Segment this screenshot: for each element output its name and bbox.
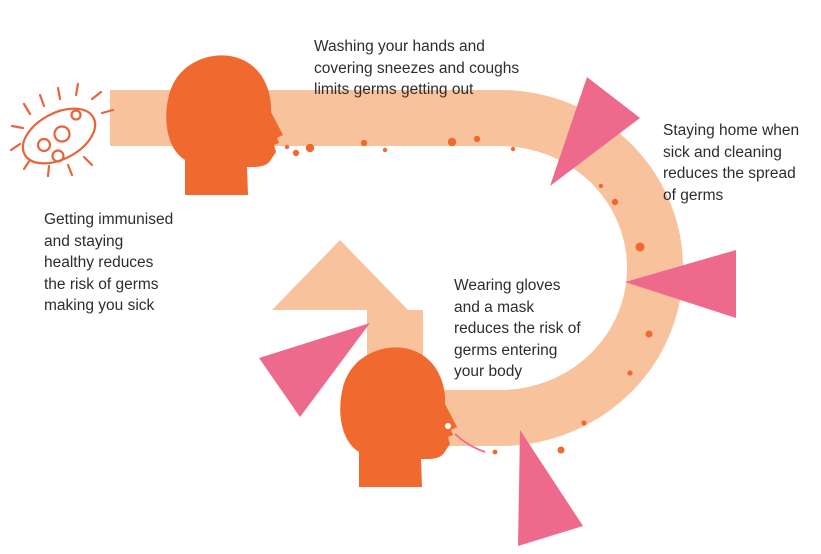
path-arrowhead [272, 240, 408, 310]
germ-dot [581, 420, 586, 425]
nostril-highlight [445, 423, 451, 429]
label-getting-immunised: Getting immunised and staying healthy re… [44, 209, 173, 317]
bacterium-icon [11, 84, 113, 176]
person-head-icon [340, 347, 457, 487]
germ-dot [558, 447, 565, 454]
germ-dot [306, 144, 314, 152]
label-washing-hands: Washing your hands and covering sneezes … [314, 36, 519, 101]
germ-dot [627, 370, 632, 375]
label-wearing-gloves: Wearing gloves and a mask reduces the ri… [454, 275, 581, 383]
germ-dot [511, 147, 515, 151]
germ-dot [474, 136, 480, 142]
germ-dot [285, 145, 289, 149]
germ-dot [493, 450, 498, 455]
germ-dot [612, 199, 618, 205]
triangle-barrier-icon [518, 430, 583, 546]
germ-dot [383, 148, 387, 152]
germ-dot [599, 184, 603, 188]
label-staying-home: Staying home when sick and cleaning redu… [663, 120, 799, 206]
germ-dot [293, 150, 299, 156]
germ-dot [361, 140, 367, 146]
germ-dot [646, 331, 653, 338]
germ-dot [448, 138, 456, 146]
person-head-icon [166, 55, 283, 195]
germ-dot [636, 243, 645, 252]
